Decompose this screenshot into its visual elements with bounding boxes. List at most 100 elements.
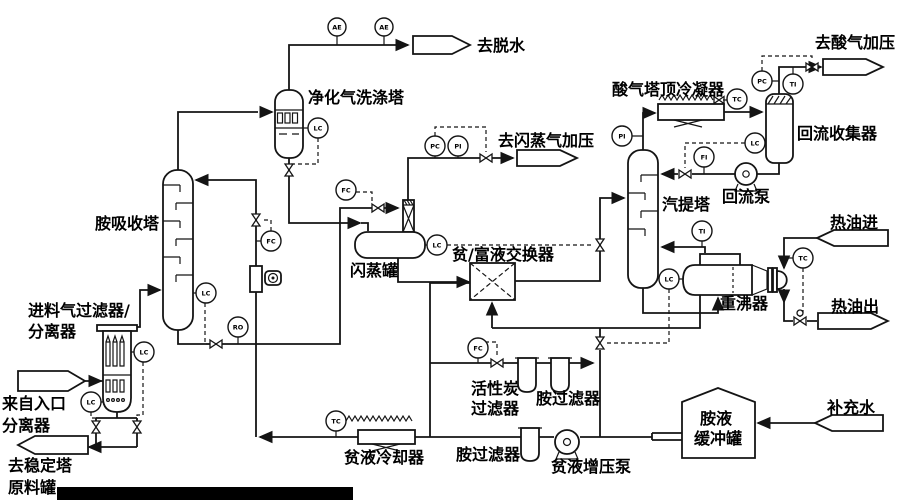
label-scrubber: 净化气洗涤塔 [308,88,405,107]
svg-text:LC: LC [751,140,760,148]
label-to-acid-gas: 去酸气加压 [815,33,895,52]
acid-gas-condenser [657,93,725,128]
bubble-LC-flash-tank: LC [426,234,448,256]
svg-text:PC: PC [430,143,440,151]
label-hot-oil-in: 热油进 [830,213,878,232]
label-booster-pump: 贫液增压泵 [551,457,631,476]
valve [250,213,262,227]
bubble-TC-hot-oil: TC [792,247,814,269]
flag-to-stabilizer [16,435,89,455]
flash-tank [354,199,426,259]
bubble-LC-absorber: LC [195,282,217,304]
label-buffer-tank-1: 胺液 [700,409,733,428]
stream-flags [16,35,891,455]
bubble-FC-carbon-filter: FC [467,337,489,359]
svg-text:LC: LC [140,349,149,357]
label-stripper: 汽提塔 [662,195,711,214]
bubble-PI-flash-gas: PI [447,135,469,157]
control-valves [90,61,819,434]
bubble-TC-condenser: TC [726,88,748,110]
amine-filter-bottom [518,427,542,462]
reflux-pump [734,162,758,192]
label-amine-filter-top: 胺过滤器 [536,389,601,408]
label-exchanger: 贫/富液交换器 [452,245,555,264]
bubble-LC-separator-2: LC [80,391,102,413]
labels: 净化气洗涤塔 去脱水 胺吸收塔 进料气过滤器/ 分离器 来自入口 分离器 去稳定… [1,33,895,497]
valve [793,309,807,327]
flag-to-dehydration [412,35,473,55]
bubble-TI-reboiler-vapor: TI [691,220,713,242]
label-buffer-tank-2: 缓冲罐 [693,429,742,448]
label-reflux-pump: 回流泵 [722,187,770,206]
valve [713,95,725,105]
bubble-PI-stripper-ovhd: PI [611,125,633,147]
valve [594,336,606,350]
bubble-LC-reflux-drum: LC [744,132,766,154]
lean-amine-flow-meter [249,265,282,293]
amine-filter-top [548,357,572,393]
valve [678,168,692,180]
svg-text:TI: TI [790,81,797,89]
valve [131,420,143,434]
svg-text:FC: FC [473,345,482,353]
purified-gas-scrubber [274,89,304,159]
bubble-AE-1: AE [327,17,347,37]
reflux-collector [765,93,794,164]
flag-from-inlet-separator [17,370,87,392]
bubble-FI-reflux: FI [693,146,715,168]
flag-to-acid-gas [822,58,886,76]
svg-text:LC: LC [202,290,211,298]
bottom-black-bar [57,487,353,500]
label-from-inlet-1: 来自入口 [1,394,66,413]
stripper-tower [627,149,659,289]
reboiler [682,253,788,296]
flag-hot-oil-in [814,229,889,247]
valve [479,152,493,164]
feed-gas-filter-separator [96,324,138,413]
valve [805,61,819,73]
bubble-TI-acid-gas: TI [782,73,804,95]
svg-text:LC: LC [314,125,323,133]
label-carbon-filter-1: 活性炭 [471,379,519,398]
label-to-stabilizer-1: 去稳定塔 [8,456,73,475]
label-to-dehydration: 去脱水 [477,36,526,55]
bubble-RO-rich: RO [227,316,249,338]
label-absorber: 胺吸收塔 [95,214,160,233]
valve [371,202,385,214]
label-amine-filter-bottom: 胺过滤器 [456,445,521,464]
label-to-flash-gas: 去闪蒸气加压 [498,131,594,150]
bubble-FC-flash-feed: FC [335,179,357,201]
bubble-LC-separator-1: LC [133,341,155,363]
activated-carbon-filter [515,357,539,393]
valve [90,420,102,434]
label-flash-tank: 闪蒸罐 [350,261,398,280]
label-feed-filter-2: 分离器 [28,322,77,341]
bubble-LC-scrubber: LC [307,117,329,139]
svg-text:TC: TC [798,255,807,263]
amine-buffer-tank [681,387,756,459]
label-reflux-drum: 回流收集器 [797,124,878,143]
flag-hot-oil-out [817,312,891,330]
flag-to-flash-gas [516,149,580,167]
svg-text:LC: LC [665,276,674,284]
valve [209,338,223,350]
valve [490,357,504,369]
flag-makeup-water [812,414,884,432]
bubble-AE-2: AE [374,17,394,37]
bubble-LC-reboiler: LC [658,268,680,290]
lean-booster-pump [554,429,580,460]
label-hot-oil-out: 热油出 [831,297,879,316]
label-carbon-filter-2: 过滤器 [471,399,520,418]
bubble-PC-flash-gas: PC [424,135,446,157]
bubble-PC-acid-gas: PC [751,70,773,92]
label-makeup-water: 补充水 [826,398,876,417]
label-from-inlet-2: 分离器 [2,416,51,435]
label-feed-filter-1: 进料气过滤器/ [28,301,130,320]
lean-cooler [345,414,416,452]
svg-text:LC: LC [433,242,442,250]
instrument-bubbles: AE AE LC FC LC RO LC LC FC PC PI LC FC T… [80,17,814,437]
label-to-stabilizer-2: 原料罐 [8,478,56,497]
bubble-FC-lean-absorber: FC [260,230,282,252]
svg-text:RO: RO [233,324,244,332]
